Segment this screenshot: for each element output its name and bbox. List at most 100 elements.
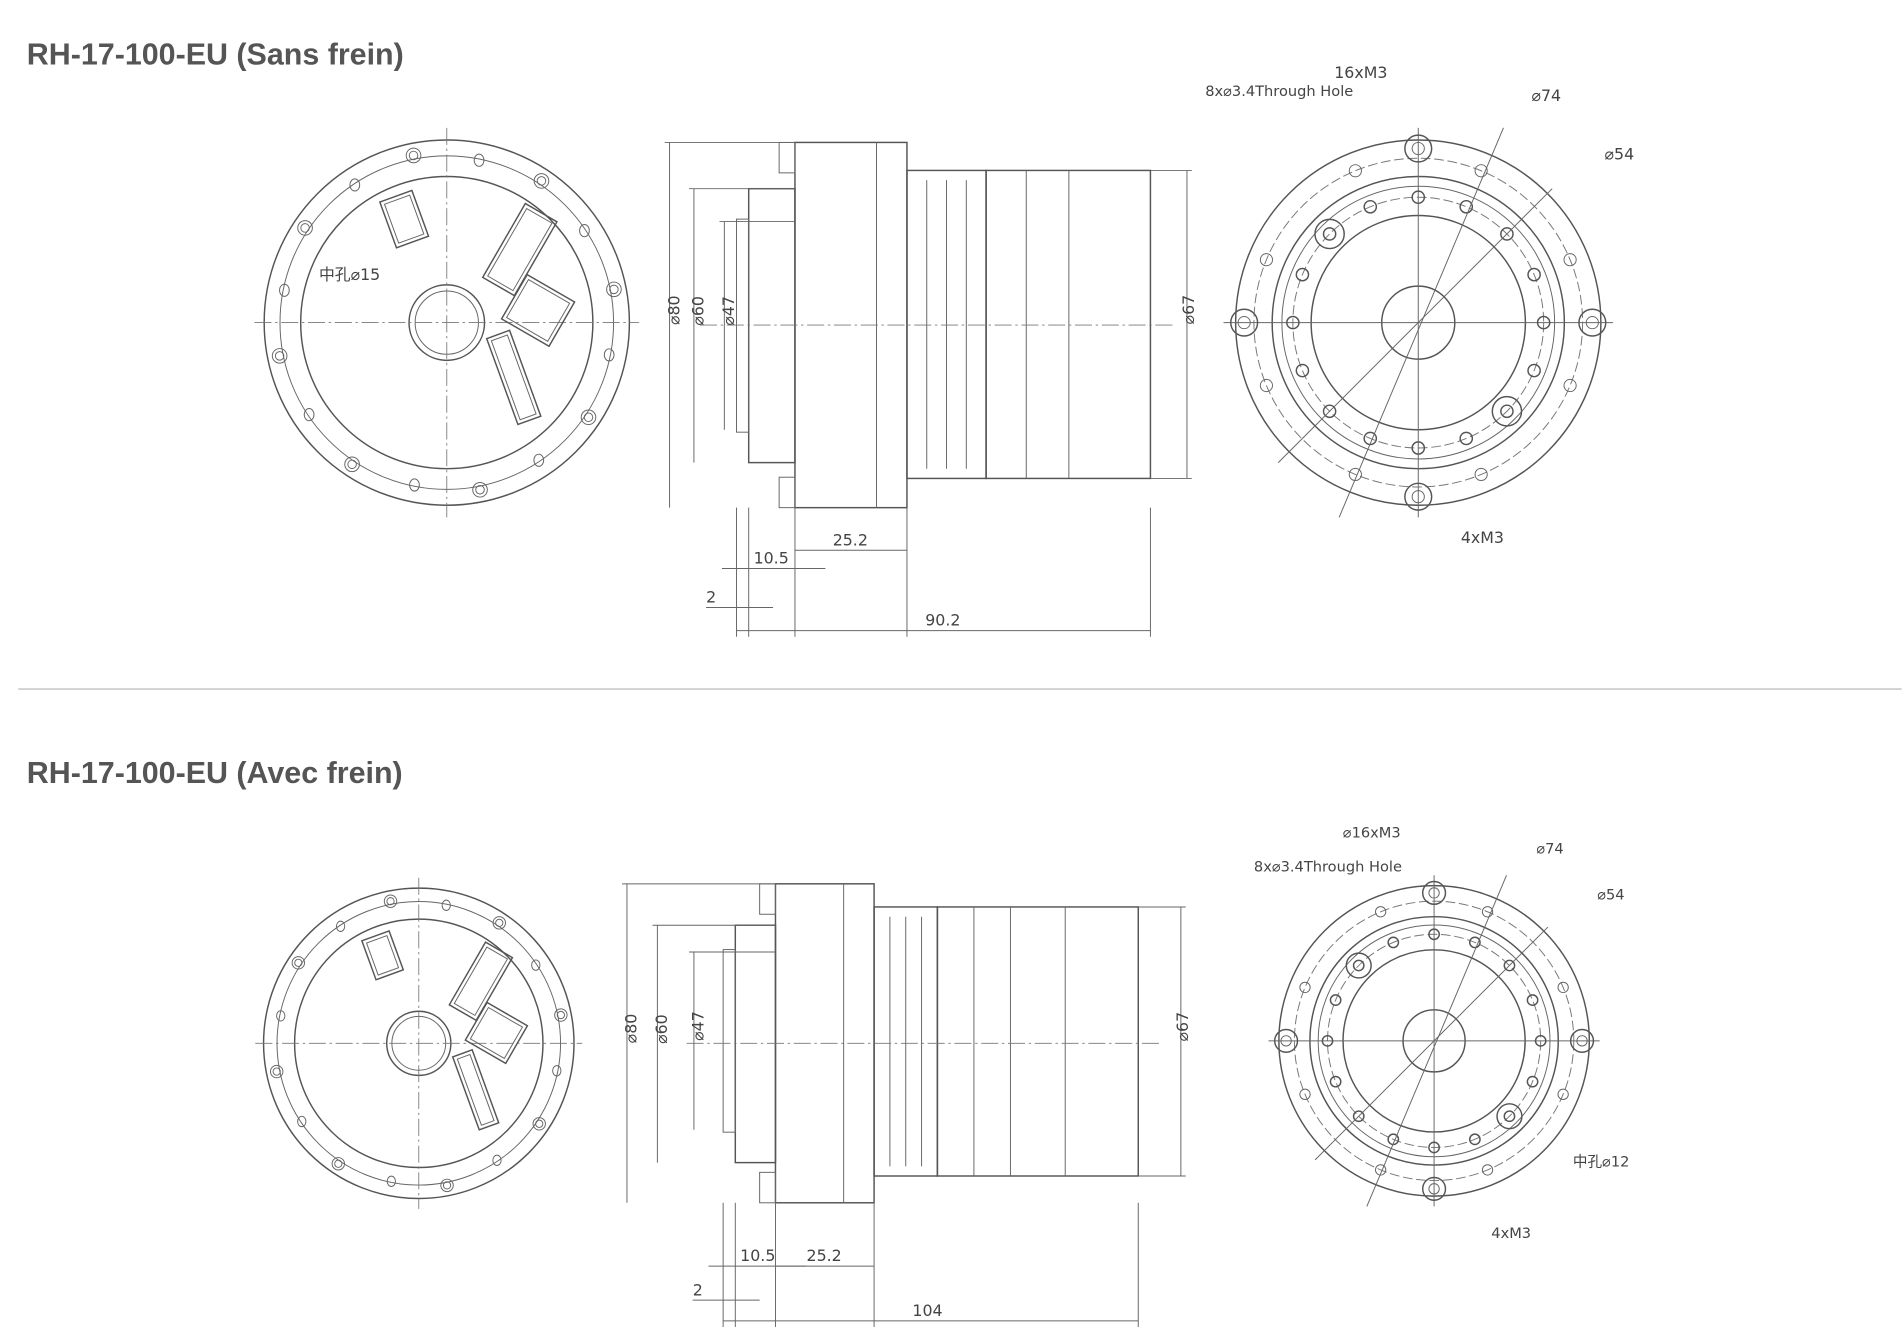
mount-hole-boss	[492, 916, 506, 930]
through-hole	[1557, 981, 1569, 994]
connector	[378, 189, 430, 249]
m3-boss	[1404, 482, 1433, 511]
tapped-hole	[1329, 994, 1342, 1006]
bolt-hole	[335, 920, 346, 932]
mount-hole-boss	[270, 1064, 284, 1079]
tapped-hole	[1321, 1034, 1334, 1047]
m3-hole	[1585, 316, 1599, 330]
tapped-hole	[1286, 315, 1300, 330]
tapped-hole	[1500, 227, 1514, 241]
flange-step	[778, 476, 796, 509]
mount-hole	[347, 459, 357, 470]
tapped-hole	[1526, 994, 1539, 1006]
connector-body	[485, 329, 542, 426]
pin-boss	[1345, 952, 1372, 979]
mount-hole	[386, 897, 395, 906]
front-view	[255, 877, 583, 1209]
bolt-hole	[297, 1115, 307, 1128]
section-title: RH-17-100-EU (Sans frein)	[27, 38, 404, 72]
tapped-hole	[1500, 404, 1514, 419]
connector-body	[451, 1048, 500, 1131]
mount-hole	[475, 485, 485, 495]
through-hole	[1299, 981, 1311, 994]
tapped-hole	[1295, 363, 1310, 378]
l2-dimension-label: 2	[706, 588, 716, 607]
connector-pins	[505, 278, 571, 342]
connector-body	[481, 202, 558, 297]
tapped-hole	[1363, 199, 1378, 214]
through-hole	[1374, 1164, 1387, 1176]
through-hole-label: 8x⌀3.4Through Hole	[1205, 83, 1353, 100]
pin-boss	[1491, 395, 1523, 427]
m3-hole	[1411, 490, 1425, 504]
bolt-hole	[386, 1175, 396, 1187]
tapped-hole	[1468, 936, 1481, 949]
front-view	[254, 127, 640, 518]
connector	[481, 202, 558, 297]
mount-hole-boss	[405, 147, 422, 164]
bolt-hole	[473, 153, 485, 167]
m3-boss	[1404, 134, 1433, 163]
mount-hole	[583, 412, 594, 423]
through-hole-label: 8x⌀3.4Through Hole	[1254, 859, 1402, 876]
connector-pins	[456, 1053, 495, 1126]
flange-step	[759, 883, 776, 915]
mount-hole-boss	[580, 409, 597, 426]
leader-d74	[1338, 127, 1504, 518]
connector	[500, 273, 576, 348]
through-hole	[1474, 467, 1488, 482]
mount-hole-boss	[271, 348, 288, 364]
flange-step	[778, 141, 796, 174]
tapped-hole	[1322, 404, 1337, 419]
section-title: RH-17-100-EU (Avec frein)	[27, 756, 403, 790]
through-hole	[1374, 906, 1387, 918]
back-view	[1223, 127, 1614, 518]
tapped-hole	[1352, 1110, 1365, 1123]
connector	[451, 1048, 500, 1131]
center-hole-label: 中孔⌀12	[1573, 1153, 1630, 1170]
l25-dimension-label: 25.2	[807, 1246, 842, 1265]
m3-hole	[1280, 1035, 1292, 1047]
output-hub	[747, 187, 796, 464]
mount-hole	[272, 1067, 281, 1076]
bolt-hole	[552, 1065, 562, 1077]
mount-hole	[609, 284, 619, 295]
mount-hole	[408, 150, 419, 161]
tapped-hole	[1428, 1141, 1440, 1154]
tapped-hole	[1352, 959, 1365, 972]
bolt-hole	[441, 899, 451, 911]
through-hole	[1563, 253, 1577, 267]
mount-hole-boss	[606, 281, 622, 298]
bolt-hole	[279, 283, 290, 297]
connector-body	[378, 189, 430, 249]
m3-label: 4xM3	[1461, 528, 1504, 547]
through-hole	[1259, 253, 1273, 267]
center-hole-label: 中孔⌀15	[319, 265, 380, 284]
section-sans-frein: RH-17-100-EU (Sans frein) ⌀80⌀60⌀47⌀6725…	[27, 38, 1634, 637]
d60-dimension-label: ⌀60	[652, 1014, 671, 1044]
pin-boss	[1496, 1103, 1523, 1130]
tapped-hole	[1534, 1034, 1547, 1047]
m3-boss	[1421, 880, 1447, 906]
tapped-hole	[1322, 227, 1337, 241]
m3-boss	[1273, 1028, 1299, 1053]
mount-hole	[442, 1181, 452, 1190]
tapped-hole	[1329, 1075, 1342, 1088]
mount-hole	[556, 1010, 565, 1020]
tapped-hole	[1503, 959, 1516, 972]
mount-hole-boss	[532, 1117, 546, 1131]
bolt-hole	[409, 478, 420, 492]
through-hole	[1474, 164, 1488, 178]
connector	[485, 329, 542, 426]
mount-hole-boss	[331, 1157, 345, 1171]
m3-hole	[1237, 316, 1251, 330]
leader-d74	[1366, 875, 1507, 1207]
l2-dimension-label: 2	[693, 1280, 703, 1299]
mount-hole	[294, 958, 303, 967]
tapped-hole	[1536, 315, 1551, 330]
through-hole	[1481, 1164, 1494, 1176]
m3-hole	[1428, 887, 1440, 899]
connector-pins	[469, 1006, 524, 1060]
